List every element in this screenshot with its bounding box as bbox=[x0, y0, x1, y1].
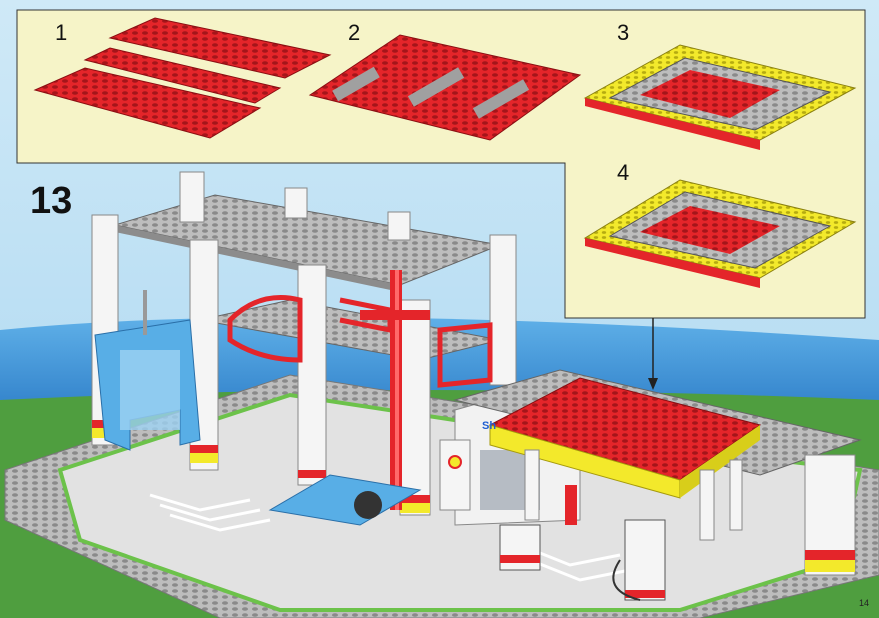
substep-3-frame bbox=[583, 44, 857, 150]
substep-2-number: 2 bbox=[348, 20, 361, 45]
substep-2-assembly bbox=[308, 34, 582, 141]
substep-3-number: 3 bbox=[617, 20, 630, 45]
substep-1-plates bbox=[33, 17, 332, 139]
substep-4-frame bbox=[583, 179, 857, 288]
car-wash bbox=[94, 290, 201, 451]
substep-4-number: 4 bbox=[617, 160, 630, 185]
assembly-arrow bbox=[648, 318, 658, 390]
substep-1-number: 1 bbox=[55, 20, 68, 45]
fuel-canopy bbox=[488, 377, 762, 541]
fuel-pumps bbox=[499, 485, 666, 601]
station-sign: Sh bbox=[482, 420, 497, 432]
car-lift bbox=[268, 270, 430, 526]
main-step-number: 13 bbox=[30, 180, 73, 222]
page-number: 14 bbox=[858, 598, 869, 608]
